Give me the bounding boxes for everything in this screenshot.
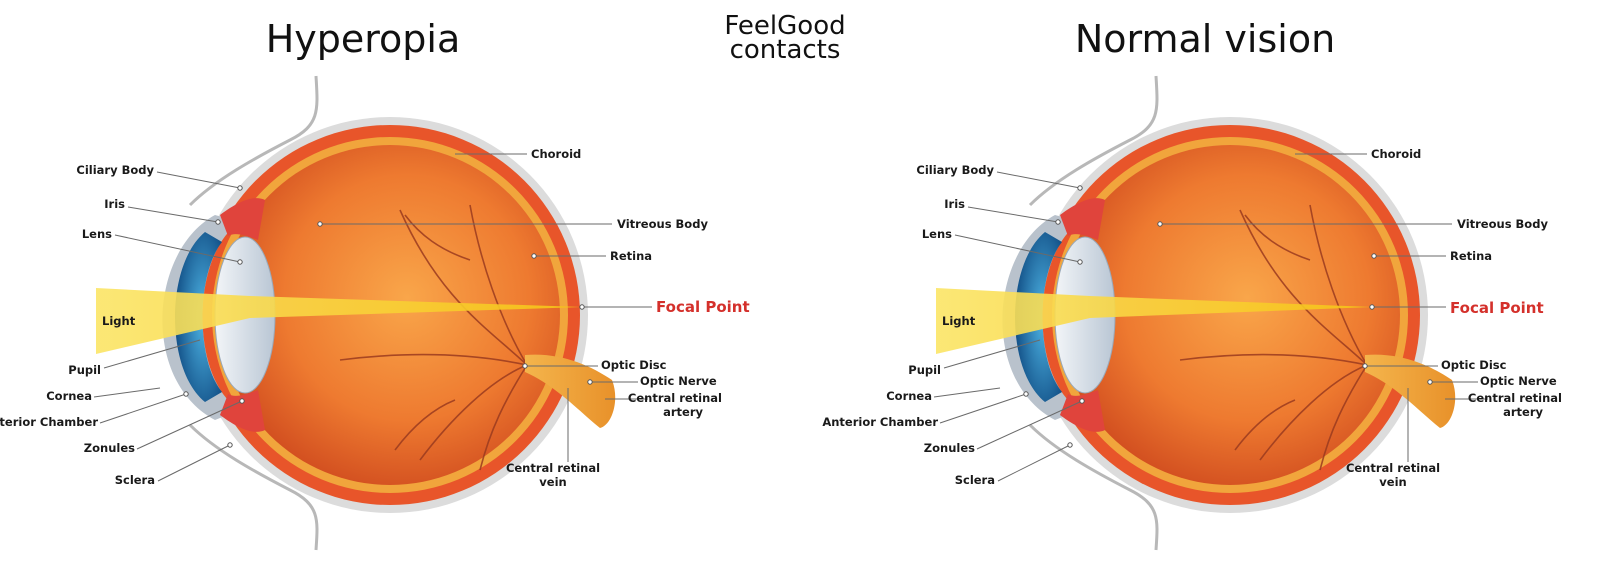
label-ciliary-body: Ciliary Body [916, 163, 994, 177]
feelgood-contacts-logo: FeelGood contacts [724, 11, 845, 65]
label-central-retinal-vein-line2: vein [539, 475, 566, 489]
optic-nerve-shape [1365, 354, 1456, 428]
label-iris: Iris [104, 197, 125, 211]
label-focal-point: Focal Point [1450, 299, 1544, 317]
ciliary-body-lower [220, 390, 265, 432]
hyperopia-diagram: Hyperopia [0, 17, 750, 551]
label-central-retinal-artery-line2: artery [663, 405, 703, 419]
label-vitreous-body: Vitreous Body [617, 217, 708, 231]
lower-eyelid [188, 423, 319, 551]
label-central-retinal-artery-line1: Central retinal [1468, 391, 1562, 405]
label-optic-nerve: Optic Nerve [1480, 374, 1557, 388]
label-sclera: Sclera [955, 473, 995, 487]
label-lens: Lens [922, 227, 952, 241]
label-light: Light [942, 314, 976, 328]
label-retina: Retina [610, 249, 652, 263]
light-beam [96, 288, 582, 354]
lower-eyelid [1028, 423, 1159, 551]
logo-line1: FeelGood [724, 11, 845, 41]
upper-eyelid [188, 75, 319, 207]
label-retina: Retina [1450, 249, 1492, 263]
label-pupil: Pupil [68, 363, 101, 377]
light-beam [936, 288, 1372, 354]
blood-vessels [1179, 204, 1368, 471]
upper-eyelid [1028, 75, 1159, 207]
label-focal-point: Focal Point [656, 298, 750, 316]
logo-line2: contacts [730, 35, 841, 65]
optic-nerve-shape [525, 354, 616, 428]
label-anterior-chamber: Anterior Chamber [822, 415, 938, 429]
label-sclera: Sclera [115, 473, 155, 487]
label-anterior-chamber: Anterior Chamber [0, 415, 98, 429]
label-optic-disc: Optic Disc [1441, 358, 1507, 372]
label-choroid: Choroid [531, 147, 581, 161]
label-pupil: Pupil [908, 363, 941, 377]
label-light: Light [102, 314, 136, 328]
leader-lines [93, 153, 652, 482]
label-central-retinal-vein-line1: Central retinal [1346, 461, 1440, 475]
panel-title: Hyperopia [266, 17, 461, 61]
label-central-retinal-artery-line1: Central retinal [628, 391, 722, 405]
ciliary-body-shape [220, 198, 265, 240]
label-optic-nerve: Optic Nerve [640, 374, 717, 388]
normal-vision-diagram: Normal vision [822, 17, 1562, 551]
label-optic-disc: Optic Disc [601, 358, 667, 372]
label-central-retinal-vein-line1: Central retinal [506, 461, 600, 475]
leader-dots [1023, 185, 1433, 448]
ciliary-body-lower [1060, 390, 1105, 432]
label-central-retinal-artery-line2: artery [1503, 405, 1543, 419]
leader-dots [183, 185, 593, 448]
leader-lines [933, 153, 1488, 482]
label-vitreous-body: Vitreous Body [1457, 217, 1548, 231]
label-zonules: Zonules [84, 441, 135, 455]
label-iris: Iris [944, 197, 965, 211]
label-lens: Lens [82, 227, 112, 241]
label-zonules: Zonules [924, 441, 975, 455]
panel-title: Normal vision [1075, 17, 1335, 61]
label-central-retinal-vein-line2: vein [1379, 475, 1406, 489]
label-cornea: Cornea [46, 389, 92, 403]
label-ciliary-body: Ciliary Body [76, 163, 154, 177]
label-choroid: Choroid [1371, 147, 1421, 161]
ciliary-body-shape [1060, 198, 1105, 240]
label-cornea: Cornea [886, 389, 932, 403]
